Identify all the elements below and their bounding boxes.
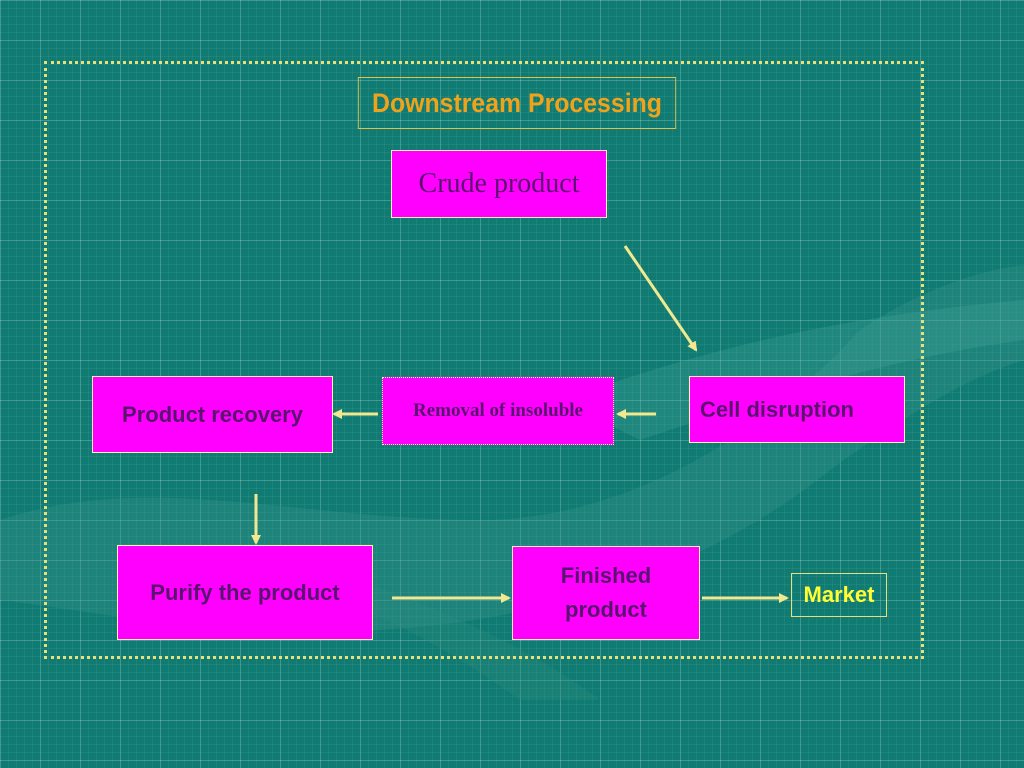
node-crude-product: Crude product xyxy=(391,150,607,218)
node-purify-the-product: Purify the product xyxy=(117,545,373,640)
dotted-frame xyxy=(44,61,924,659)
node-removal-of-insoluble: Removal of insoluble xyxy=(382,377,614,445)
node-market: Market xyxy=(791,573,887,617)
node-cell-disruption-label: Cell disruption xyxy=(700,397,854,422)
node-finished-product-label-line1: Finished xyxy=(560,563,652,588)
node-crude-product-label: Crude product xyxy=(418,168,580,199)
arrow-crude-to-cell-disruption xyxy=(623,245,698,352)
node-finished-product-label-line2: product xyxy=(565,597,647,622)
node-cell-disruption: Cell disruption xyxy=(689,376,905,443)
node-purify-the-product-label: Purify the product xyxy=(150,579,340,605)
node-finished-product: Finished product xyxy=(512,546,700,640)
node-removal-of-insoluble-label: Removal of insoluble xyxy=(413,400,583,421)
node-market-label: Market xyxy=(803,582,875,607)
page-title: Downstream Processing xyxy=(357,77,677,129)
node-product-recovery-label: Product recovery xyxy=(122,401,303,427)
node-product-recovery: Product recovery xyxy=(92,376,333,453)
